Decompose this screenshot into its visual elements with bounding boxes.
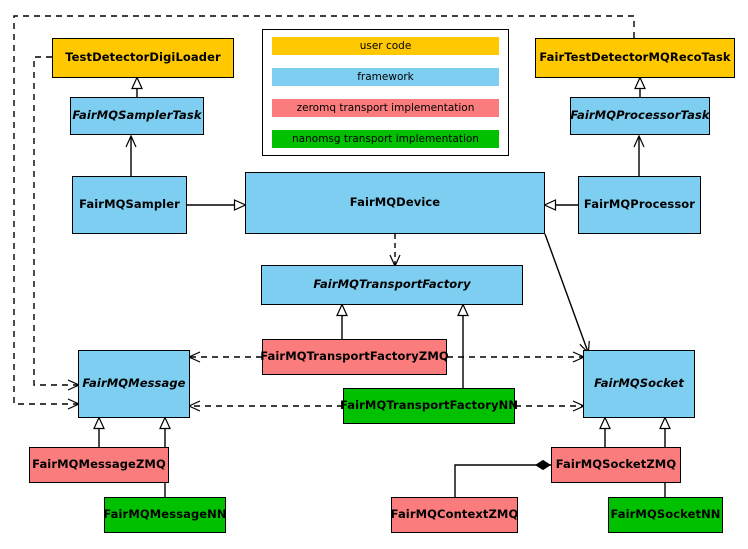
node-label: FairMQProcessor (583, 197, 696, 212)
node-label: FairMQProcessorTask (570, 108, 710, 123)
node-label: FairMQSampler (79, 197, 180, 212)
legend-label: user code (359, 40, 412, 52)
legend-item-zeromq: zeromq transport implementation (272, 99, 499, 117)
legend-item-user-code: user code (272, 37, 499, 55)
node-label: FairMQSocketZMQ (555, 457, 677, 472)
node-fairmqtransportfactoryzmq[interactable]: FairMQTransportFactoryZMQ (260, 339, 449, 375)
node-label: TestDetectorDigiLoader (65, 50, 221, 65)
legend-panel: user code framework zeromq transport imp… (262, 29, 509, 156)
legend-item-nanomsg: nanomsg transport implementation (272, 130, 499, 148)
node-fairmqprocessortask[interactable]: FairMQProcessorTask (570, 97, 710, 135)
edge-contextzmq-to-socketzmq (454, 459, 551, 497)
node-label: FairMQTransportFactoryNN (339, 398, 519, 413)
legend-label: framework (357, 71, 414, 83)
node-label: FairMQMessageZMQ (32, 457, 166, 472)
node-fairmqmessagenn[interactable]: FairMQMessageNN (103, 497, 227, 533)
node-fairmqtransportfactorynn[interactable]: FairMQTransportFactoryNN (339, 388, 519, 424)
node-fairtestdetectormqrecotask[interactable]: FairTestDetectorMQRecoTask (535, 38, 735, 78)
node-label: FairMQSamplerTask (72, 108, 202, 123)
edge-device-to-socket (544, 233, 590, 355)
legend-item-framework: framework (272, 68, 499, 86)
node-label: FairMQTransportFactory (313, 277, 471, 292)
node-label: FairMQDevice (349, 195, 441, 210)
legend-label: zeromq transport implementation (296, 102, 475, 114)
node-label: FairTestDetectorMQRecoTask (539, 50, 731, 65)
node-fairmqcontextzmq[interactable]: FairMQContextZMQ (391, 497, 518, 533)
node-fairmqmessage[interactable]: FairMQMessage (78, 350, 190, 418)
node-fairmqsocketzmq[interactable]: FairMQSocketZMQ (551, 447, 681, 483)
node-fairmqsamplertask[interactable]: FairMQSamplerTask (70, 97, 204, 135)
node-label: FairMQContextZMQ (390, 507, 519, 522)
node-fairmqmessagezmq[interactable]: FairMQMessageZMQ (29, 447, 169, 483)
node-fairmqsampler[interactable]: FairMQSampler (72, 176, 187, 234)
node-testdetectordigiloader[interactable]: TestDetectorDigiLoader (52, 38, 234, 78)
legend-label: nanomsg transport implementation (292, 133, 479, 145)
node-label: FairMQMessageNN (103, 507, 227, 522)
node-label: FairMQMessage (82, 376, 186, 391)
node-fairmqsocketnn[interactable]: FairMQSocketNN (608, 497, 723, 533)
node-label: FairMQTransportFactoryZMQ (260, 349, 449, 364)
node-fairmqtransportfactory[interactable]: FairMQTransportFactory (261, 265, 523, 305)
node-label: FairMQSocket (594, 376, 684, 391)
node-fairmqdevice[interactable]: FairMQDevice (245, 172, 545, 234)
node-fairmqprocessor[interactable]: FairMQProcessor (578, 176, 701, 234)
node-label: FairMQSocketNN (610, 507, 721, 522)
node-fairmqsocket[interactable]: FairMQSocket (583, 350, 695, 418)
